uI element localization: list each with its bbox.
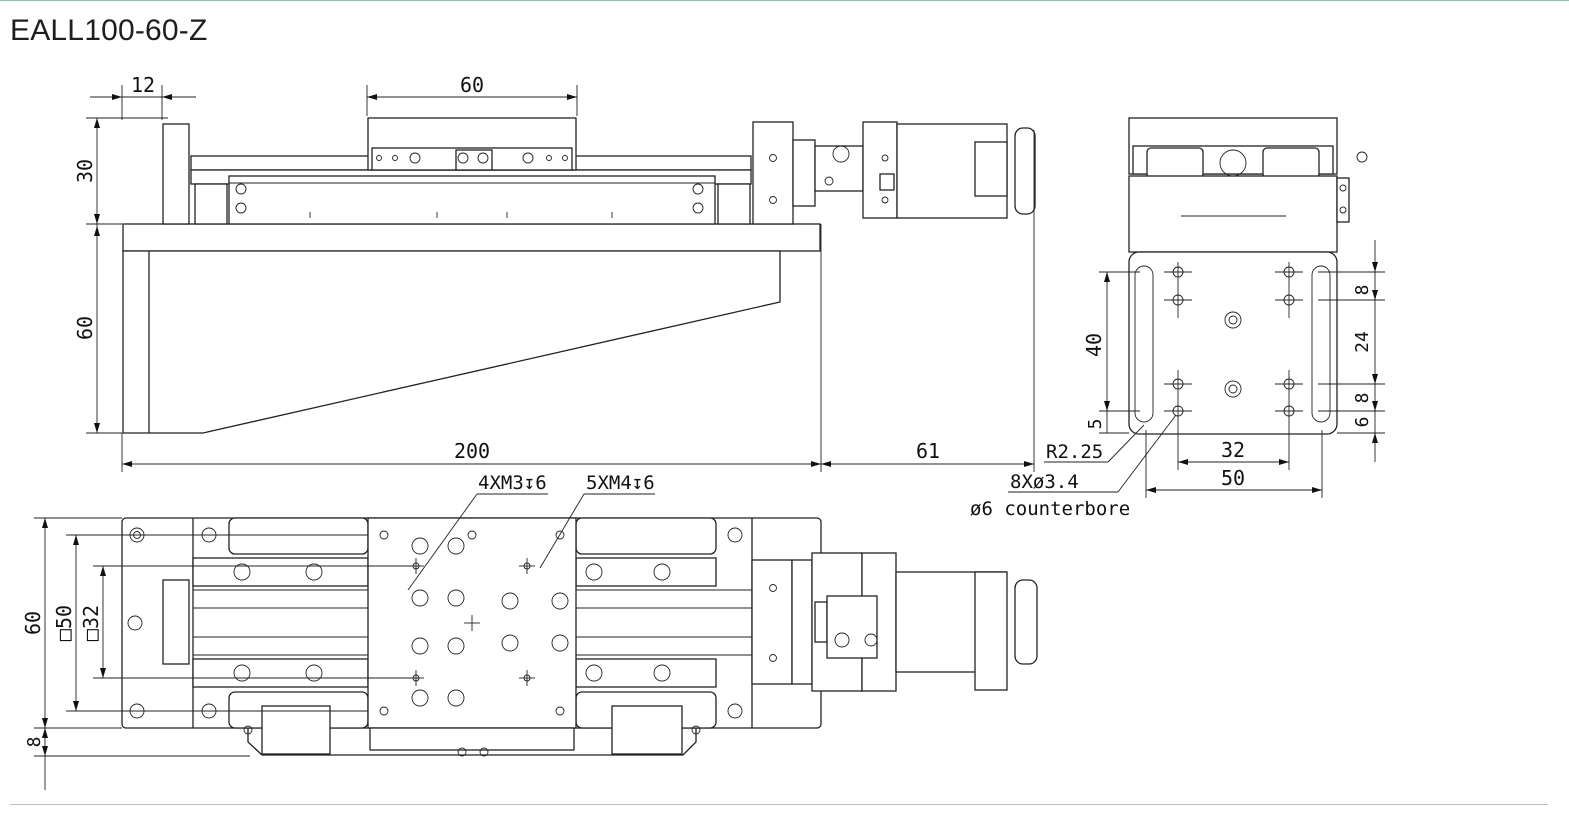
dim-24: 24 bbox=[1352, 331, 1373, 353]
side-elevation-view bbox=[122, 117, 1036, 434]
dim-8-top: 8 bbox=[1352, 285, 1373, 296]
dim-50: 50 bbox=[1221, 466, 1245, 490]
dim-6: 6 bbox=[1352, 417, 1373, 428]
dim-plan-sq50: □50 bbox=[52, 605, 76, 641]
dim-61: 61 bbox=[916, 439, 940, 463]
plan-view bbox=[121, 517, 1038, 757]
dim-40: 40 bbox=[1082, 333, 1106, 357]
bottom-rule bbox=[10, 804, 1548, 805]
note-radius: R2.25 bbox=[1046, 441, 1103, 463]
top-accent-rule bbox=[0, 0, 1569, 1]
dim-plan-60: 60 bbox=[21, 611, 45, 635]
dim-30: 30 bbox=[73, 159, 97, 183]
note-thread-m4: 5XM4↧6 bbox=[586, 472, 655, 494]
note-counterbore: ø6 counterbore bbox=[970, 498, 1130, 520]
note-holes: 8Xø3.4 bbox=[1010, 471, 1079, 493]
dim-plan-sq32: □32 bbox=[79, 605, 103, 641]
dim-8-bottom: 8 bbox=[1352, 393, 1373, 404]
dim-60-carriage: 60 bbox=[460, 73, 484, 97]
dim-60-height: 60 bbox=[73, 316, 97, 340]
dim-5: 5 bbox=[1085, 419, 1106, 430]
dim-200: 200 bbox=[454, 439, 490, 463]
dim-12: 12 bbox=[131, 73, 155, 97]
page-title: EALL100-60-Z bbox=[10, 14, 208, 47]
side-elevation-dimensions: 12 60 30 60 200 61 bbox=[73, 73, 1035, 472]
dim-32: 32 bbox=[1221, 438, 1245, 462]
end-view bbox=[1128, 117, 1368, 470]
end-view-dimensions: 40 5 8 24 8 6 32 50 R2.25 8Xø3.4 bbox=[970, 240, 1385, 520]
note-thread-m3: 4XM3↧6 bbox=[478, 472, 547, 494]
plan-view-dimensions: 60 □50 □32 8 4XM3↧6 5XM4↧6 bbox=[21, 472, 655, 790]
dim-plan-8: 8 bbox=[24, 737, 45, 748]
